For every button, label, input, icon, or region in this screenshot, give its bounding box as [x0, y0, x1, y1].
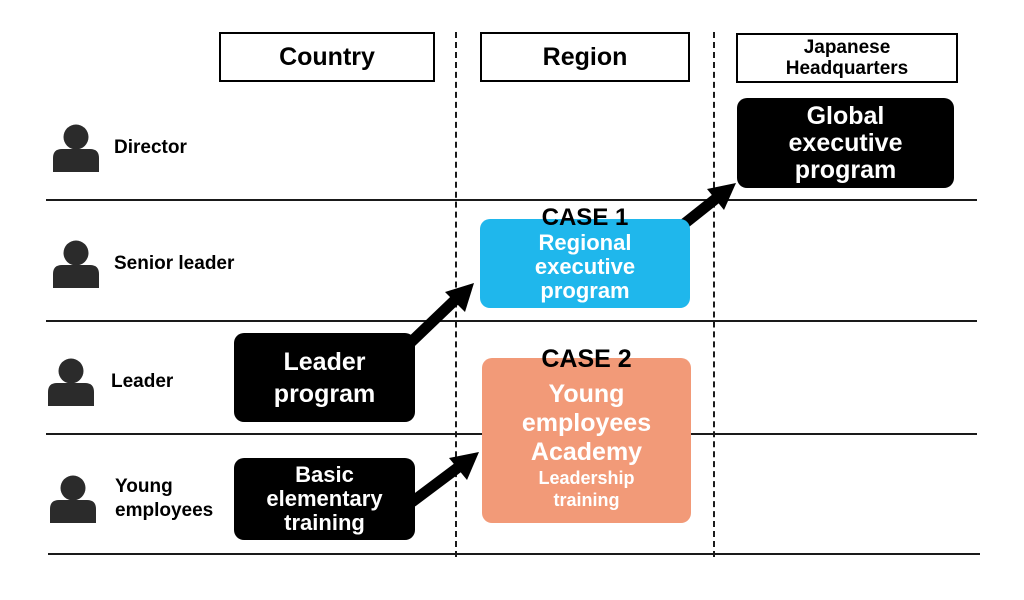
- column-header-japanese-headquarters: Japanese Headquarters: [736, 33, 958, 83]
- program-academy-line-3: Academy: [530, 438, 643, 466]
- program-academy-line-2: employees: [521, 409, 652, 437]
- column-header-jhq-line-1: Japanese: [803, 37, 891, 58]
- program-global-line-1: Global: [806, 101, 885, 130]
- row-divider-4: [48, 553, 980, 555]
- program-global-line-3: program: [794, 155, 897, 184]
- row-label-young-employees: Young employees: [115, 475, 213, 523]
- person-icon: [50, 475, 96, 523]
- column-header-region-label: Region: [542, 42, 628, 71]
- row-director: Director: [52, 124, 187, 172]
- row-label-young-employees-line-1: Young: [115, 476, 173, 497]
- program-basic-elementary-training: Basic elementary training: [234, 458, 415, 540]
- row-label-leader: Leader: [111, 371, 174, 392]
- arrow-regional-to-global: [680, 183, 736, 229]
- program-basic-line-3: training: [284, 510, 365, 535]
- program-academy-sub-line-1: Leadership: [538, 468, 635, 488]
- program-regional-line-3: program: [540, 277, 630, 303]
- case-2-label: CASE 2: [541, 345, 632, 373]
- arrow-basic-to-academy: [408, 452, 479, 507]
- column-divider-region-hq: [713, 32, 715, 557]
- row-divider-2: [46, 320, 977, 322]
- program-basic-line-2: elementary: [266, 486, 383, 511]
- program-global-line-2: executive: [788, 128, 903, 157]
- program-young-employees-academy: Young employees Academy Leadership train…: [482, 358, 691, 523]
- column-header-country: Country: [219, 32, 435, 82]
- row-young-employees: Young employees: [49, 475, 213, 523]
- program-academy-sub-line-2: training: [553, 490, 620, 510]
- row-label-director: Director: [114, 137, 187, 158]
- row-divider-1: [46, 199, 977, 201]
- row-label-senior-leader: Senior leader: [114, 253, 235, 274]
- program-global-executive: Global executive program: [737, 98, 954, 188]
- arrow-leader-to-regional: [404, 283, 474, 349]
- person-icon: [53, 240, 99, 288]
- column-header-jhq-line-2: Headquarters: [785, 58, 909, 79]
- column-header-country-label: Country: [279, 42, 375, 71]
- case-1-label: CASE 1: [541, 204, 629, 231]
- program-leader-line-1: Leader: [283, 347, 366, 376]
- program-regional-line-1: Regional: [538, 229, 632, 255]
- person-icon: [48, 358, 94, 406]
- row-senior-leader: Senior leader: [52, 240, 234, 288]
- program-regional-line-2: executive: [534, 253, 636, 279]
- program-basic-line-1: Basic: [295, 462, 354, 487]
- program-leader-line-2: program: [273, 379, 376, 408]
- person-icon: [53, 124, 99, 172]
- column-header-region: Region: [480, 32, 690, 82]
- row-leader: Leader: [47, 358, 173, 406]
- program-academy-line-1: Young: [548, 380, 625, 408]
- row-label-young-employees-line-2: employees: [115, 500, 214, 521]
- program-regional-executive: Regional executive program: [480, 219, 690, 308]
- program-leader: Leader program: [234, 333, 415, 422]
